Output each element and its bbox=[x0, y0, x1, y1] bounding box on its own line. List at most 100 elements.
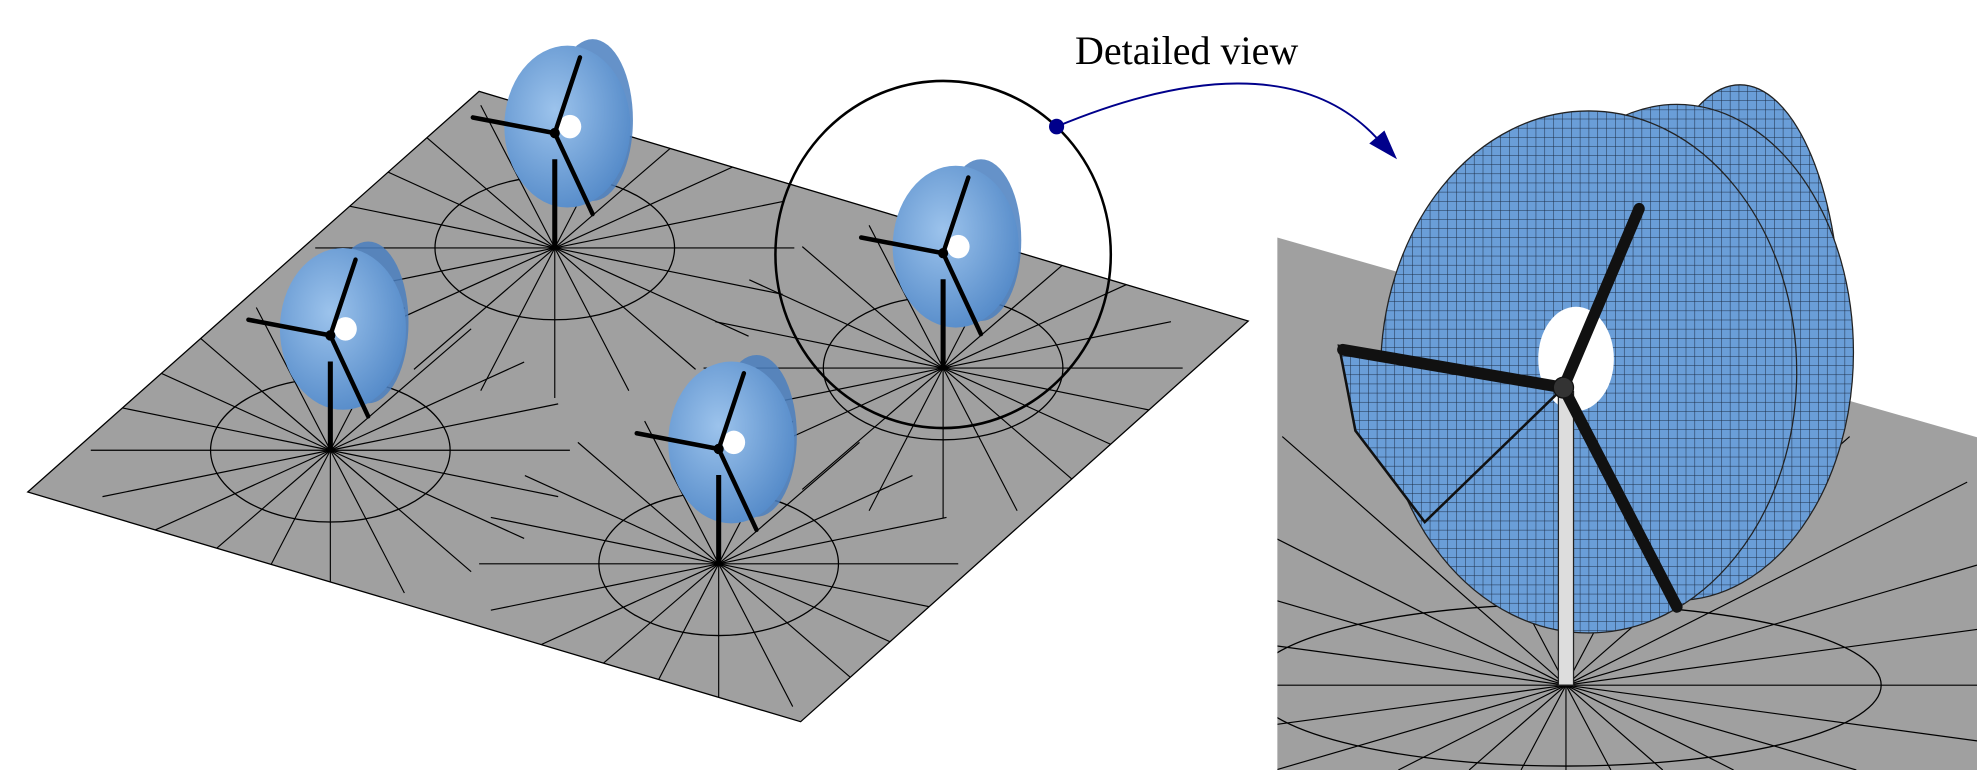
blade bbox=[940, 175, 971, 256]
detail-ground-lines bbox=[1277, 398, 1977, 770]
mesh-spoke bbox=[330, 449, 525, 540]
mesh-spoke bbox=[360, 159, 555, 249]
mesh-spoke bbox=[136, 449, 331, 540]
detail-mesh-spoke bbox=[1520, 684, 1567, 770]
blade bbox=[858, 235, 946, 256]
detail-mesh-spoke bbox=[1277, 684, 1567, 725]
detail-mesh-spoke bbox=[1565, 684, 1612, 770]
mesh-spoke bbox=[329, 449, 405, 594]
mesh-spoke bbox=[942, 367, 1018, 512]
mesh-spoke bbox=[644, 420, 720, 565]
mesh-spoke bbox=[749, 279, 944, 369]
mesh-spoke bbox=[524, 563, 719, 653]
detail-mesh-spoke bbox=[1565, 564, 1977, 686]
detail-mesh-spoke bbox=[1398, 684, 1567, 770]
wake-core bbox=[334, 317, 357, 341]
mesh-spoke bbox=[942, 279, 1138, 369]
detail-rotor bbox=[1337, 202, 1683, 613]
detail-mesh-spoke bbox=[1468, 684, 1567, 770]
mesh-spoke bbox=[554, 159, 749, 249]
mesh-spoke bbox=[554, 247, 696, 370]
blade bbox=[328, 257, 358, 338]
turbine bbox=[634, 354, 797, 564]
blade bbox=[246, 317, 333, 338]
mesh-spoke bbox=[554, 247, 783, 295]
connector-dot bbox=[1049, 118, 1065, 135]
mesh-spoke bbox=[718, 563, 794, 707]
mesh-spoke bbox=[718, 441, 860, 565]
hub bbox=[938, 247, 949, 259]
detail-mesh-spoke bbox=[1565, 684, 1734, 770]
mesh-spoke bbox=[490, 516, 719, 565]
detail-mesh-spoke bbox=[1565, 684, 1977, 742]
mesh-spoke bbox=[577, 441, 720, 565]
mesh-spoke bbox=[868, 225, 944, 369]
wake-core bbox=[946, 234, 970, 259]
detail-mesh-spoke bbox=[1277, 645, 1567, 686]
mesh-spoke bbox=[329, 328, 472, 451]
wake-core bbox=[558, 114, 582, 139]
mesh-spoke bbox=[413, 247, 556, 370]
arrowhead-icon bbox=[1369, 130, 1398, 160]
mesh-spoke bbox=[718, 516, 947, 565]
mesh-spoke bbox=[136, 361, 331, 451]
hub bbox=[713, 443, 724, 455]
mesh-spoke bbox=[480, 104, 556, 249]
mesh-spoke bbox=[330, 449, 559, 498]
detail-mesh-spoke bbox=[1565, 684, 1664, 770]
blade bbox=[470, 115, 557, 136]
detail-mesh-spoke bbox=[1565, 684, 1857, 770]
turbine bbox=[470, 39, 633, 248]
blade bbox=[716, 370, 747, 452]
blade bbox=[328, 333, 371, 419]
hub bbox=[325, 330, 336, 341]
turbines bbox=[246, 39, 1022, 564]
turbine bbox=[246, 241, 409, 451]
mesh-spoke bbox=[102, 403, 331, 451]
detail-highlight-circle bbox=[774, 79, 1113, 430]
mesh-spoke bbox=[801, 246, 944, 369]
mesh-spoke bbox=[554, 201, 783, 249]
mesh-spoke bbox=[718, 563, 947, 611]
connector-arrow bbox=[1056, 82, 1388, 151]
detail-mesh-spoke bbox=[1277, 538, 1567, 686]
mesh-spoke bbox=[480, 247, 556, 391]
mesh-spoke bbox=[330, 403, 559, 451]
mesh-spoke bbox=[942, 367, 1085, 490]
mesh-spoke bbox=[255, 307, 331, 451]
mesh-spoke bbox=[524, 475, 719, 565]
mesh-spoke bbox=[715, 321, 944, 369]
mesh-spoke bbox=[330, 361, 525, 451]
detail-mesh-spoke bbox=[1277, 684, 1567, 770]
mesh-spoke bbox=[942, 246, 1085, 369]
overview-panel bbox=[26, 39, 1250, 723]
blade bbox=[940, 250, 984, 337]
mesh-spoke bbox=[413, 126, 556, 249]
mesh-spoke bbox=[718, 563, 860, 686]
detailed-view-label: Detailed view bbox=[1075, 28, 1299, 73]
detail-connector bbox=[1049, 82, 1398, 160]
mesh-spoke bbox=[801, 367, 944, 490]
mesh-spoke bbox=[329, 449, 472, 573]
blade bbox=[634, 431, 721, 452]
ground-mesh-plane bbox=[26, 90, 1250, 723]
detail-tower bbox=[1557, 390, 1575, 686]
hub bbox=[549, 127, 560, 139]
mesh-spoke bbox=[942, 367, 1138, 457]
blade bbox=[552, 55, 583, 136]
mesh-spoke bbox=[102, 449, 331, 498]
mesh-spoke bbox=[326, 201, 555, 249]
mesh-spoke bbox=[718, 563, 913, 653]
mesh-spoke bbox=[189, 328, 331, 451]
detail-mesh-spoke bbox=[1277, 600, 1567, 686]
detail-mesh-spoke bbox=[1565, 481, 1968, 686]
mesh-spoke bbox=[943, 367, 1172, 415]
wake-core bbox=[722, 430, 746, 455]
detail-mesh-spoke bbox=[1565, 628, 1977, 686]
turbine bbox=[858, 159, 1022, 369]
detail-mesh-spoke bbox=[1281, 436, 1567, 686]
mesh-spoke bbox=[943, 321, 1172, 369]
blade bbox=[716, 446, 759, 533]
detail-panel bbox=[1277, 84, 1977, 770]
